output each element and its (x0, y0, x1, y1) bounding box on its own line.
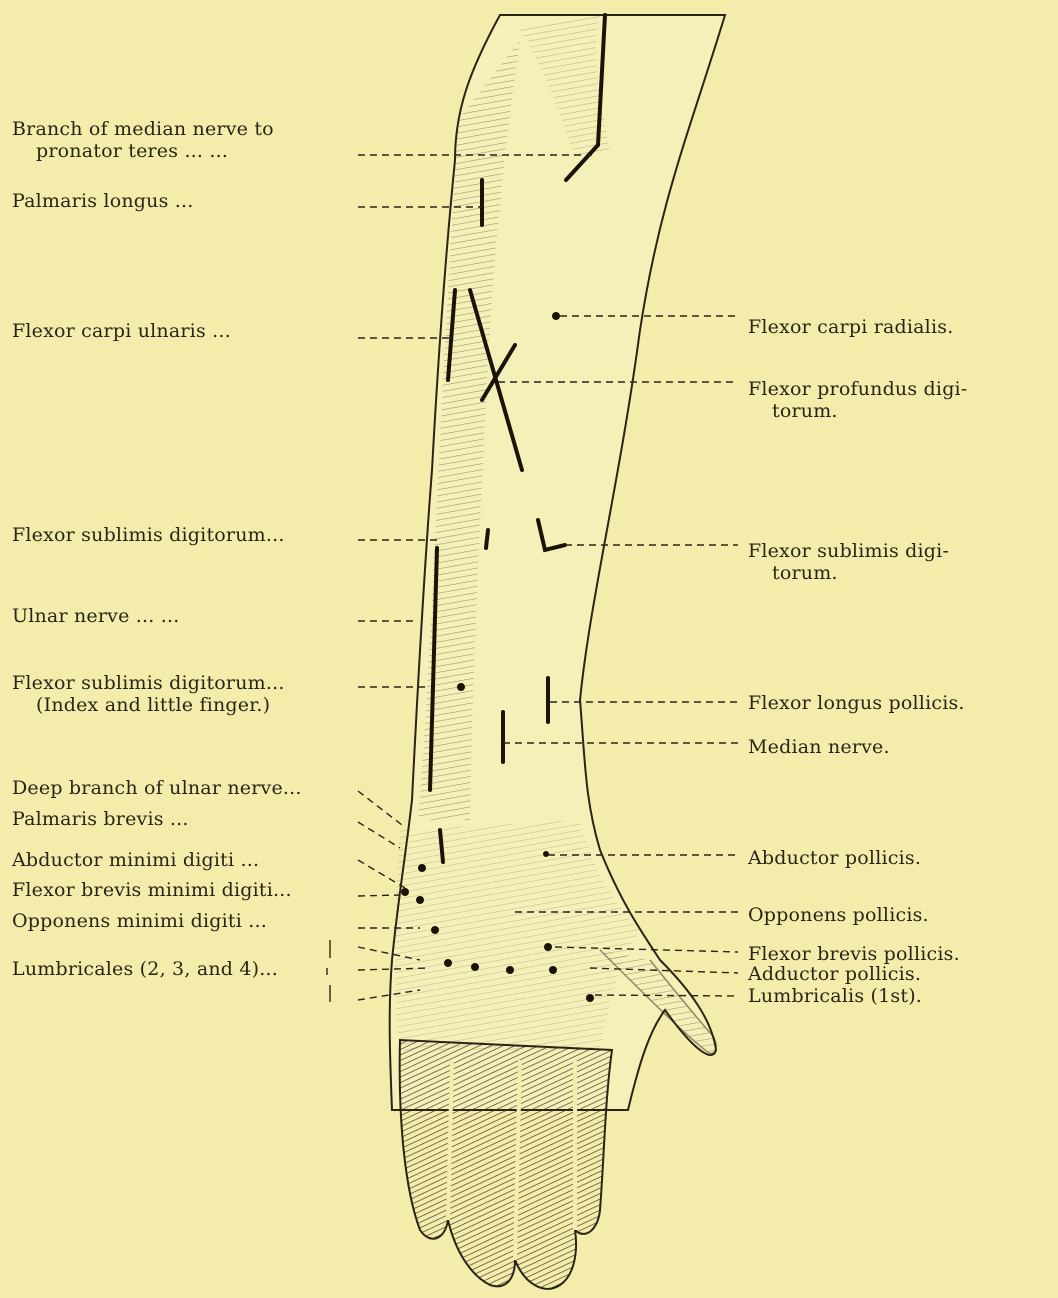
label-line: Branch of median nerve to (12, 118, 274, 140)
label-flexor-profundus: Flexor profundus digi- torum. (748, 378, 967, 422)
label-line: Lumbricalis (1st). (748, 985, 922, 1007)
label-adductor-pollicis: Adductor pollicis. (748, 963, 921, 985)
label-line: Opponens pollicis. (748, 904, 929, 926)
label-lumbricalis-1st: Lumbricalis (1st). (748, 985, 922, 1007)
label-line: Opponens minimi digiti ... (12, 910, 267, 932)
label-branch-median-pronator: Branch of median nerve to pronator teres… (12, 118, 274, 162)
label-deep-branch-ulnar: Deep branch of ulnar nerve... (12, 777, 302, 799)
label-line: Ulnar nerve ... ... (12, 605, 179, 627)
label-median-nerve: Median nerve. (748, 736, 890, 758)
label-line: Flexor sublimis digitorum... (12, 672, 285, 694)
label-line: Flexor brevis minimi digiti... (12, 879, 292, 901)
label-abductor-minimi: Abductor minimi digiti ... (12, 849, 259, 871)
label-line: Flexor carpi radialis. (748, 316, 953, 338)
lumbricales-brace (327, 940, 330, 1002)
label-line: Adductor pollicis. (748, 963, 921, 985)
label-line: Palmaris brevis ... (12, 808, 189, 830)
label-palmaris-longus: Palmaris longus ... (12, 190, 194, 212)
label-flexor-brevis-pollicis: Flexor brevis pollicis. (748, 943, 960, 965)
label-ulnar-nerve: Ulnar nerve ... ... (12, 605, 179, 627)
label-line: Lumbricales (2, 3, and 4)... (12, 958, 278, 980)
label-flexor-brevis-minimi: Flexor brevis minimi digiti... (12, 879, 292, 901)
label-line: Flexor carpi ulnaris ... (12, 320, 231, 342)
label-opponens-pollicis: Opponens pollicis. (748, 904, 929, 926)
label-opponens-minimi: Opponens minimi digiti ... (12, 910, 267, 932)
label-abductor-pollicis: Abductor pollicis. (748, 847, 921, 869)
label-flexor-sublimis-left: Flexor sublimis digitorum... (12, 524, 285, 546)
palm-shading (395, 820, 640, 1050)
label-flexor-sublimis-index: Flexor sublimis digitorum... (Index and … (12, 672, 285, 716)
label-flexor-carpi-ulnaris: Flexor carpi ulnaris ... (12, 320, 231, 342)
fingers (400, 1040, 612, 1289)
label-line: Flexor brevis pollicis. (748, 943, 960, 965)
label-line: torum. (748, 400, 967, 422)
label-flexor-longus-pollicis: Flexor longus pollicis. (748, 692, 965, 714)
label-line: torum. (748, 562, 949, 584)
label-lumbricales: Lumbricales (2, 3, and 4)... (12, 958, 278, 980)
label-line: Flexor sublimis digi- (748, 540, 949, 562)
label-line: Deep branch of ulnar nerve... (12, 777, 302, 799)
label-flexor-sublimis-right: Flexor sublimis digi- torum. (748, 540, 949, 584)
label-line: (Index and little finger.) (12, 694, 285, 716)
label-line: Flexor longus pollicis. (748, 692, 965, 714)
label-line: pronator teres ... ... (12, 140, 274, 162)
label-line: Abductor pollicis. (748, 847, 921, 869)
label-flexor-carpi-radialis: Flexor carpi radialis. (748, 316, 953, 338)
label-line: Median nerve. (748, 736, 890, 758)
label-line: Flexor sublimis digitorum... (12, 524, 285, 546)
label-line: Abductor minimi digiti ... (12, 849, 259, 871)
label-palmaris-brevis: Palmaris brevis ... (12, 808, 189, 830)
label-line: Flexor profundus digi- (748, 378, 967, 400)
label-line: Palmaris longus ... (12, 190, 194, 212)
